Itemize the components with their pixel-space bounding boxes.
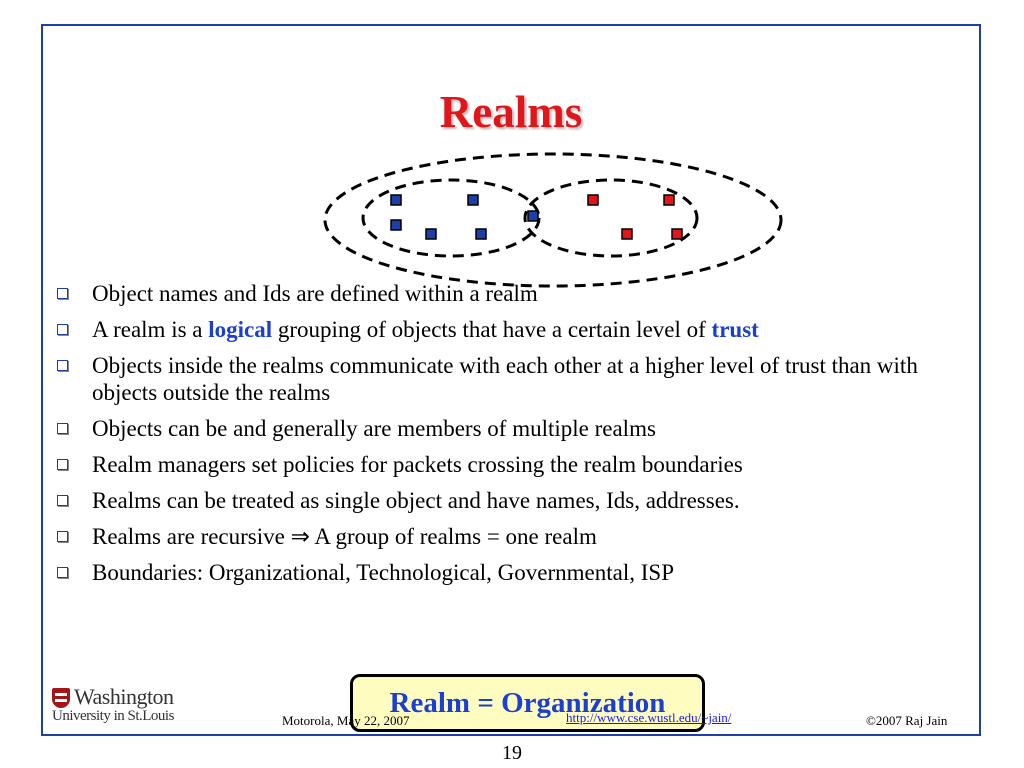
realm-organization-callout: Realm = Organization [350, 674, 705, 732]
bullet-box-icon [57, 567, 68, 578]
bullet-box-icon [57, 324, 68, 335]
bullet-list: Object names and Ids are defined within … [54, 280, 954, 595]
bullet-text: Objects can be and generally are members… [92, 416, 656, 441]
bullet-text: Boundaries: Organizational, Technologica… [92, 560, 674, 585]
realms-diagram [323, 152, 783, 288]
bullet-item: Boundaries: Organizational, Technologica… [54, 559, 954, 586]
footer-event: Motorola, May 22, 2007 [282, 713, 410, 728]
red-object-square [663, 194, 675, 206]
slide-frame: Realms Realm = Organization [41, 24, 981, 736]
page-number: 19 [502, 742, 522, 764]
bullet-text: Realms can be treated as single object a… [92, 488, 740, 513]
bullet-text: Object names and Ids are defined within … [92, 281, 538, 306]
footer-link[interactable]: http://www.cse.wustl.edu/~jain/ [566, 710, 732, 725]
blue-object-square [475, 228, 487, 240]
bullet-text: A realm is a [92, 317, 209, 342]
slide-title: Realms [439, 87, 583, 137]
bullet-box-icon [57, 531, 68, 542]
bullet-text: Objects inside the realms communicate wi… [92, 353, 918, 405]
red-object-square [621, 228, 633, 240]
bullet-box-icon [57, 459, 68, 470]
blue-object-square [425, 228, 437, 240]
left-realm-boundary [361, 178, 541, 258]
realm-objects [390, 194, 683, 240]
bullet-item: Objects inside the realms communicate wi… [54, 352, 954, 406]
blue-object-square [390, 194, 402, 206]
blue-object-square [527, 210, 539, 222]
bullet-highlight: logical [208, 317, 273, 342]
outer-realm-boundary [323, 152, 783, 288]
footer-copyright: ©2007 Raj Jain [866, 713, 948, 728]
red-object-square [671, 228, 683, 240]
logo-line2: University in St.Louis [52, 708, 174, 724]
blue-object-square [467, 194, 479, 206]
bullet-item: Realm managers set policies for packets … [54, 451, 954, 478]
red-object-square [587, 194, 599, 206]
right-realm-boundary [523, 178, 699, 258]
bullet-item: A realm is a logical grouping of objects… [54, 316, 954, 343]
bullet-item: Realms are recursive ⇒ A group of realms… [54, 523, 954, 550]
blue-object-square [390, 219, 402, 231]
crest-icon [52, 688, 70, 708]
bullet-item: Objects can be and generally are members… [54, 415, 954, 442]
bullet-box-icon [57, 360, 68, 371]
bullet-box-icon [57, 423, 68, 434]
bullet-text: grouping of objects that have a certain … [272, 317, 712, 342]
bullet-text: Realm managers set policies for packets … [92, 452, 743, 477]
bullet-item: Realms can be treated as single object a… [54, 487, 954, 514]
bullet-box-icon [57, 495, 68, 506]
washu-logo: Washington University in St.Louis [50, 684, 240, 730]
bullet-box-icon [57, 288, 68, 299]
bullet-item: Object names and Ids are defined within … [54, 280, 954, 307]
logo-line1: Washington [74, 684, 174, 709]
bullet-text: Realms are recursive ⇒ A group of realms… [92, 524, 597, 549]
bullet-highlight: trust [711, 317, 759, 342]
